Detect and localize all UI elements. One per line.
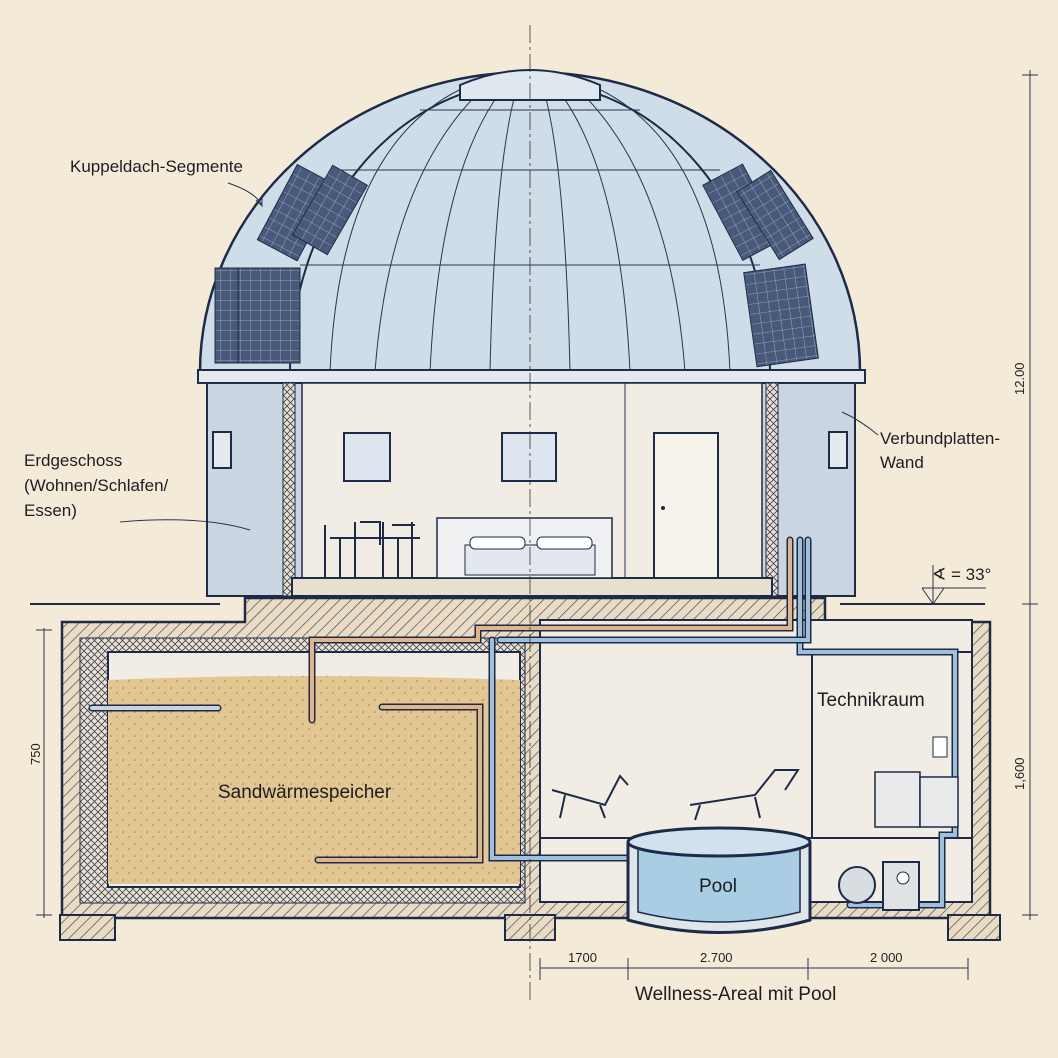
- window-right: [828, 431, 848, 469]
- label-tech-room: Technikraum: [817, 690, 925, 711]
- dimension-lines: [36, 70, 1038, 980]
- dim-width-1: 1700: [568, 950, 597, 965]
- dim-basement-height: 1,600: [1012, 757, 1027, 790]
- label-sand-storage: Sandwärmespeicher: [218, 782, 392, 803]
- technical-equipment: [874, 736, 959, 828]
- wall-picture: [343, 432, 391, 482]
- eave-band: [197, 369, 866, 384]
- dining-table: [324, 521, 420, 578]
- dim-width-3: 2 000: [870, 950, 903, 965]
- ground-floor: [206, 382, 856, 597]
- label-angle: ∢ = 33°: [932, 565, 991, 584]
- dim-storage-height: 750: [28, 743, 43, 765]
- bed: [436, 517, 613, 579]
- pool-pump-filter: [838, 861, 920, 911]
- dim-total-height: 12.00: [1012, 362, 1027, 395]
- label-ground-floor: Erdgeschoss (Wohnen/Schlafen/ Essen): [24, 451, 173, 520]
- label-composite-wall: Verbundplatten- Wand: [880, 429, 1005, 472]
- label-wellness-area: Wellness-Areal mit Pool: [635, 984, 836, 1005]
- label-dome-segments: Kuppeldach-Segmente: [70, 157, 243, 176]
- pool: [626, 826, 812, 934]
- door: [653, 432, 719, 579]
- window-left: [212, 431, 232, 469]
- solar-panels-right: [702, 163, 819, 368]
- lounge-chairs: [551, 769, 800, 821]
- wall-picture: [501, 432, 557, 482]
- label-pool: Pool: [699, 876, 737, 897]
- sand-storage: [108, 676, 520, 884]
- dim-width-2: 2.700: [700, 950, 733, 965]
- solar-panels-left: [214, 163, 369, 364]
